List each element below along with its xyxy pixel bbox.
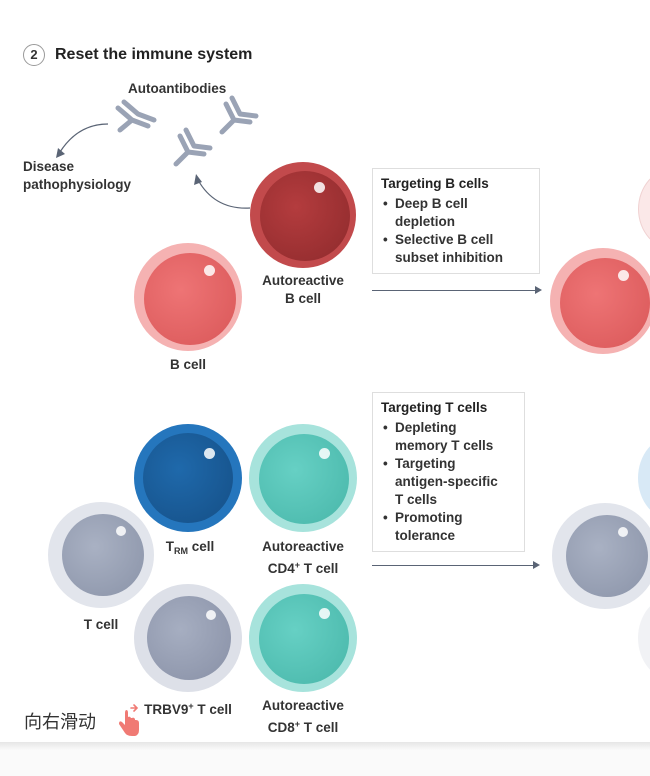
- antibody-icon: [219, 95, 259, 135]
- arrowhead: [194, 174, 202, 185]
- section-title: Reset the immune system: [55, 46, 253, 63]
- targeting-b-title: Targeting B cells: [381, 176, 489, 191]
- targeting-t-item: • Depleting memory T cells: [381, 419, 516, 455]
- targeting-t-item-2-line1: Targeting: [395, 456, 456, 471]
- autoreactive-cd4-label: Autoreactive CD4+ T cell: [244, 538, 362, 578]
- targeting-t-cells-box: Targeting T cells • Depleting memory T c…: [372, 392, 525, 552]
- faded-grey-cell: [638, 596, 650, 680]
- antibodies-illustration: [56, 95, 259, 209]
- targeting-b-item-2-line2: subset inhibition: [395, 250, 503, 265]
- trm-sub: RM: [173, 546, 188, 556]
- targeting-t-item-1-line1: Depleting: [395, 420, 457, 435]
- b-targeting-arrow: [372, 286, 542, 294]
- cd4-line1: Autoreactive: [262, 539, 344, 554]
- targeting-t-item-3-line2: tolerance: [395, 528, 456, 543]
- cd4-line2: CD4+ T cell: [244, 556, 362, 578]
- autoreactive-b-line2: B cell: [284, 291, 322, 306]
- targeting-t-item-2-line2: antigen-specific: [395, 474, 498, 489]
- autoreactive-b-label: Autoreactive B cell: [250, 272, 356, 308]
- targeting-t-item: • Targeting antigen-specific T cells: [381, 455, 516, 509]
- autoreactive-b-cell: [250, 162, 356, 268]
- antibody-icon: [115, 99, 157, 133]
- targeting-b-item: • Deep B cell depletion: [381, 195, 531, 231]
- trbv9-sup: +: [188, 701, 194, 711]
- targeting-t-item-1-line2: memory T cells: [395, 438, 494, 453]
- b-cell-result: [550, 248, 650, 354]
- antibody-icon: [173, 127, 213, 167]
- t-cell-label: T cell: [83, 617, 119, 632]
- t-cell: [48, 502, 154, 608]
- swipe-hint-text[interactable]: 向右滑动: [24, 712, 96, 732]
- curved-arrow: [197, 179, 251, 209]
- targeting-b-item-2-line1: Selective B cell: [395, 232, 494, 247]
- autoreactive-cd8-t-cell: [249, 584, 357, 692]
- step-number-badge: 2: [23, 44, 45, 66]
- card-bottom-shadow: [0, 742, 650, 750]
- trbv9-label: TRBV9+ T cell: [138, 697, 238, 719]
- disease-line2: pathophysiology: [23, 177, 131, 192]
- targeting-b-item-1-line1: Deep B cell: [395, 196, 468, 211]
- cd8-suffix: T cell: [300, 720, 339, 735]
- targeting-b-cells-box: Targeting B cells • Deep B cell depletio…: [372, 168, 540, 274]
- trbv9-text: TRBV9: [144, 702, 189, 717]
- trm-suffix: cell: [187, 539, 215, 554]
- autoreactive-cd4-t-cell: [249, 424, 357, 532]
- targeting-t-item-2-line3: T cells: [395, 492, 438, 507]
- trm-cell: [134, 424, 242, 532]
- t-targeting-arrow: [372, 561, 540, 569]
- targeting-t-item-3-line1: Promoting: [395, 510, 463, 525]
- cd4-text: CD4: [267, 561, 295, 576]
- cd4-sup: +: [294, 560, 300, 570]
- faded-blue-cell: [638, 436, 650, 520]
- disease-line1: Disease: [23, 159, 75, 174]
- b-cell-label: B cell: [169, 357, 207, 372]
- trm-label: TRM cell: [160, 538, 220, 560]
- figure-card: 2 Reset the immune system Autoantibodies…: [23, 44, 650, 737]
- curved-arrow: [59, 123, 109, 153]
- autoantibodies-label: Autoantibodies: [128, 81, 227, 96]
- trbv9-t-cell: [134, 584, 242, 692]
- trm-main: T: [165, 539, 174, 554]
- autoreactive-cd8-label: Autoreactive CD8+ T cell: [244, 697, 362, 737]
- disease-pathophysiology-label: Disease pathophysiology: [23, 158, 131, 194]
- targeting-b-item: • Selective B cell subset inhibition: [381, 231, 531, 267]
- cd4-suffix: T cell: [300, 561, 339, 576]
- targeting-b-item-1-line2: depletion: [395, 214, 455, 229]
- cd8-text: CD8: [267, 720, 295, 735]
- cd8-sup: +: [294, 719, 300, 729]
- t-cell-result: [552, 503, 650, 609]
- targeting-t-title: Targeting T cells: [381, 400, 488, 415]
- cd8-line2: CD8+ T cell: [244, 715, 362, 737]
- targeting-t-item: • Promoting tolerance: [381, 509, 516, 545]
- cd8-line1: Autoreactive: [262, 698, 344, 713]
- swipe-hand-icon[interactable]: [116, 703, 142, 737]
- b-cell: [134, 243, 242, 351]
- arrowhead: [56, 148, 65, 158]
- autoreactive-b-line1: Autoreactive: [262, 273, 344, 288]
- trbv9-suffix: T cell: [193, 702, 232, 717]
